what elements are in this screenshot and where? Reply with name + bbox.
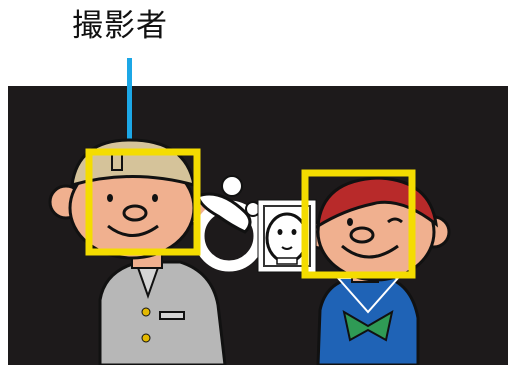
pointer-line <box>127 58 132 153</box>
egg-face-icon <box>265 212 309 265</box>
photographer-label: 撮影者 <box>72 8 168 44</box>
face-frame-left <box>85 148 201 256</box>
face-marker-icon <box>193 175 265 272</box>
girl-illustration <box>305 176 451 365</box>
face-frame-right <box>301 169 416 279</box>
boy-illustration <box>48 138 227 365</box>
